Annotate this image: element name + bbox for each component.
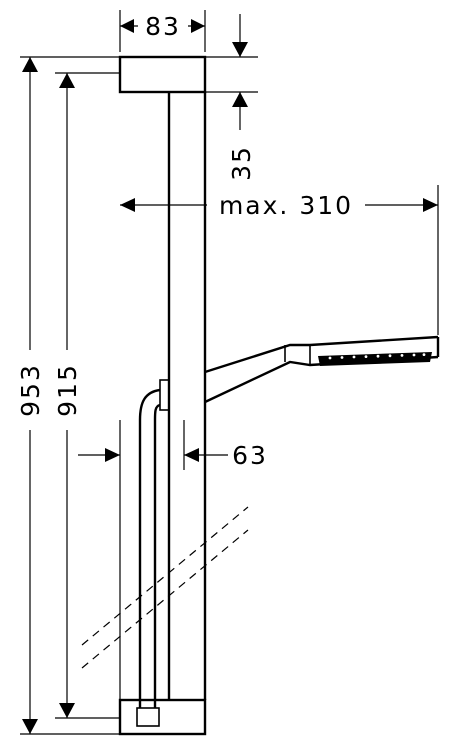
dim-inner-height: 915 xyxy=(53,72,120,719)
dim-bar-width: 83 xyxy=(119,10,206,52)
hose-connector xyxy=(136,707,160,727)
dim-inner-height-label: 915 xyxy=(53,363,82,417)
slider-clamp xyxy=(159,379,170,411)
shower-hose-inner xyxy=(153,403,161,708)
break-line-lower xyxy=(81,529,249,669)
dim-reach-label: max. 310 xyxy=(219,191,353,220)
top-bracket xyxy=(118,55,207,94)
break-line-upper xyxy=(81,506,249,646)
dim-reach: max. 310 xyxy=(120,185,439,335)
shower-hose-outer xyxy=(138,388,161,708)
dim-top-offset: 35 xyxy=(205,14,258,181)
dim-top-offset-label: 35 xyxy=(227,145,256,181)
hand-shower xyxy=(204,335,440,404)
dim-total-height-label: 953 xyxy=(16,363,45,417)
dim-hose-offset: 63 xyxy=(78,420,268,700)
dim-hose-offset-label: 63 xyxy=(232,441,268,470)
dim-bar-width-label: 83 xyxy=(145,12,181,41)
bottom-bracket xyxy=(118,698,207,736)
dim-total-height: 953 xyxy=(16,56,120,735)
